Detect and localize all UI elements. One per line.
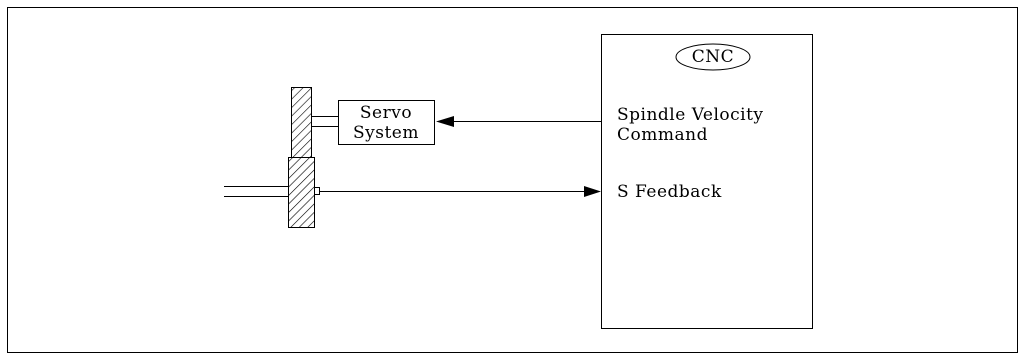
cnc-block: CNC Spindle Velocity Command S Feedback [601,34,813,329]
command-arrow [436,116,601,127]
servo-box [338,100,435,145]
servo-label-line1: Servo [360,103,412,123]
servo-label-line2: System [353,123,419,143]
outer-frame [7,7,1018,353]
spindle-shaft [224,186,288,197]
command-arrowhead [436,116,454,127]
cnc-label: CNC [692,47,734,67]
encoder-stub [314,187,320,195]
feedback-arrow [319,186,601,197]
servo-shaft [312,116,338,127]
motor-gear [291,87,312,158]
command-label-line2: Command [617,125,708,145]
command-label-line1: Spindle Velocity [617,105,764,125]
cnc-ellipse [675,43,751,71]
feedback-label: S Feedback [617,182,722,202]
feedback-arrowhead [584,186,601,197]
cnc-box [601,34,813,329]
servo-block: Servo System [338,100,435,145]
spindle-gear [288,157,315,228]
